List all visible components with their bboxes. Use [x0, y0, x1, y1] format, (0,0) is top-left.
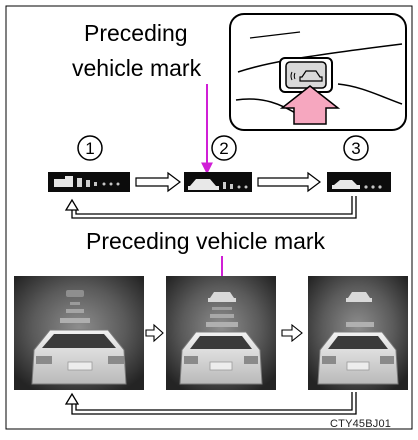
return-loop-arrow-icon	[64, 196, 357, 219]
press-arrow-icon	[279, 85, 341, 125]
hollow-arrow-right-icon	[257, 171, 321, 193]
callout-label-top-line1: Preceding	[84, 20, 188, 46]
indicator-panel-3	[327, 172, 391, 192]
preceding-vehicle-mark-icon	[188, 179, 219, 190]
step-2-badge: 2	[211, 135, 237, 161]
indicator-panel-2	[184, 172, 252, 192]
callout-label-middle: Preceding vehicle mark	[86, 228, 326, 254]
step-3-number: 3	[351, 139, 360, 158]
callout-label-top-line2: vehicle mark	[72, 55, 202, 81]
switch-inset	[229, 13, 407, 131]
hollow-arrow-right-icon	[135, 171, 181, 193]
return-loop-arrow-icon	[64, 392, 357, 415]
figure-code: CTY45BJ01	[330, 418, 392, 430]
scene-image-3	[308, 276, 408, 390]
scene-image-1	[14, 276, 144, 390]
scene-image-2	[166, 276, 276, 390]
step-2-number: 2	[219, 139, 228, 158]
figure-border	[5, 5, 413, 430]
step-1-badge: 1	[77, 135, 103, 161]
preceding-vehicle-mark-icon	[332, 180, 360, 189]
step-1-number: 1	[85, 139, 94, 158]
hollow-arrow-right-icon	[145, 323, 164, 343]
distance-switch-icon	[285, 61, 327, 89]
indicator-panel-1	[48, 172, 130, 192]
hollow-arrow-right-icon	[281, 323, 303, 343]
step-3-badge: 3	[343, 135, 369, 161]
